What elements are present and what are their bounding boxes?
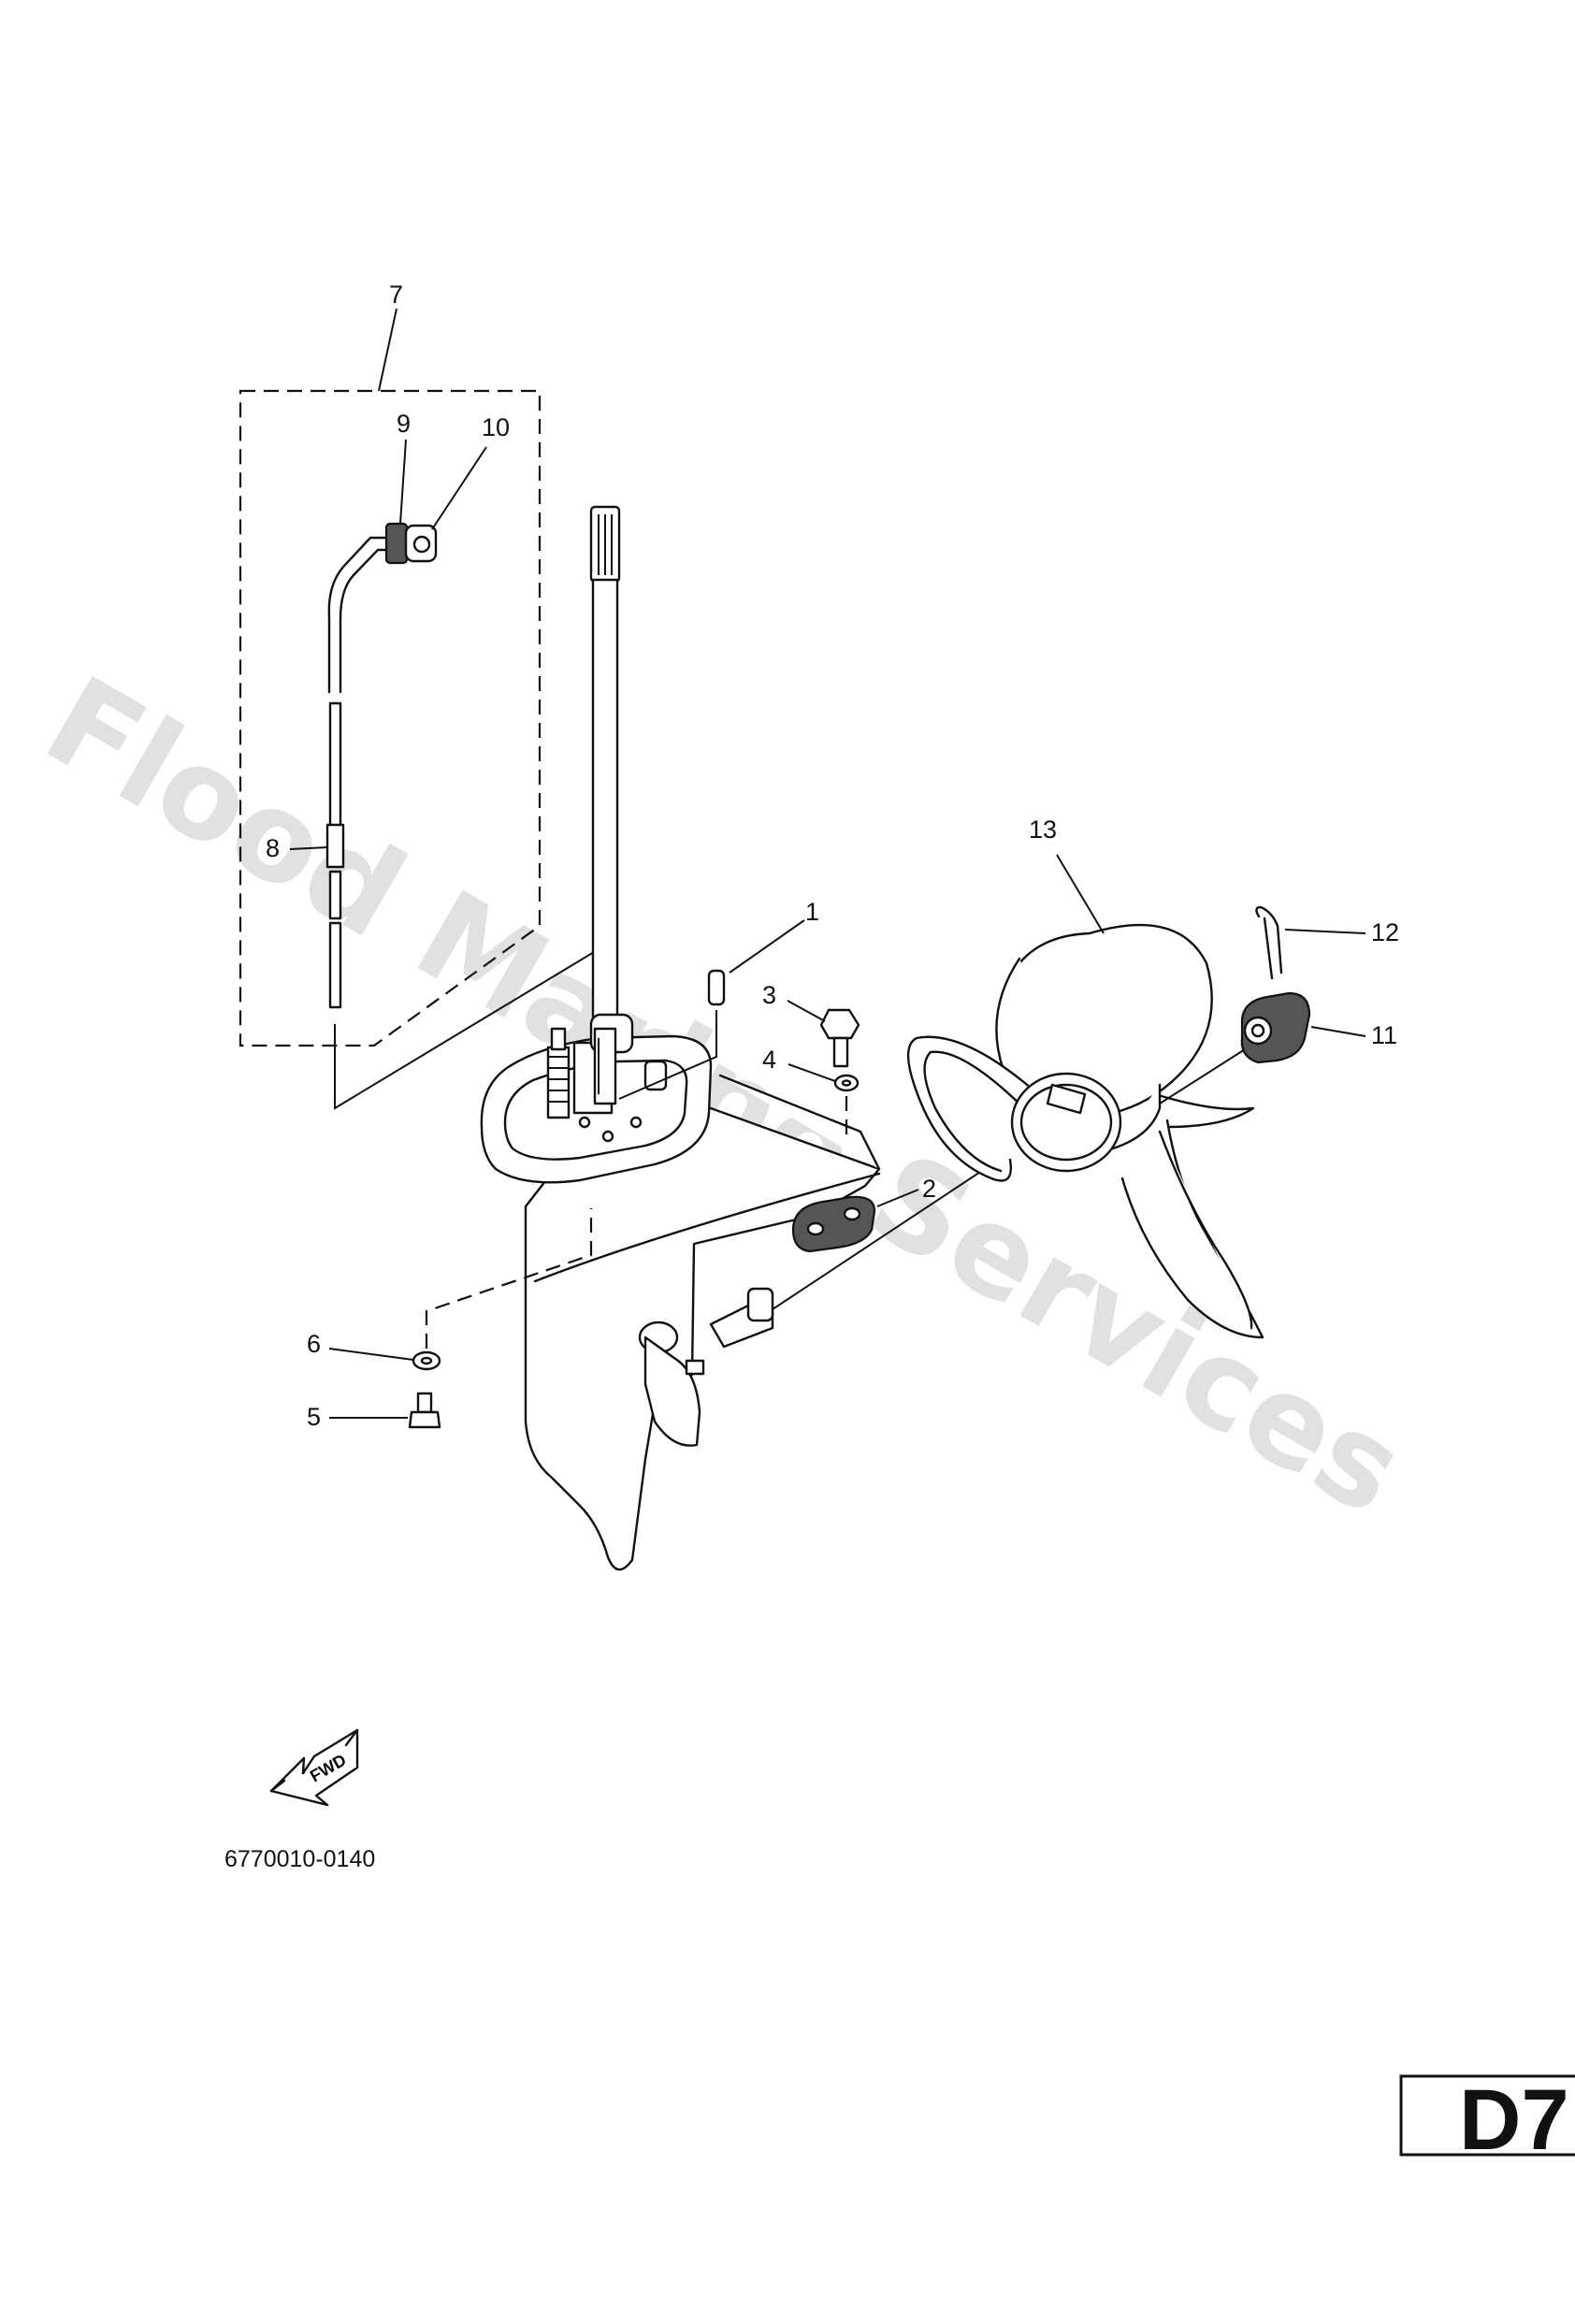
prop-shaft-connection-line [772,1151,1011,1310]
dowel-pin-part-1 [707,969,726,1006]
callout-3: 3 [762,981,776,1009]
callout-12: 12 [1371,918,1399,946]
water-tube-assembly [325,536,395,1009]
callout-2: 2 [922,1175,936,1203]
drive-shaft [589,505,621,1031]
leader-11 [1310,1026,1366,1037]
callout-5: 5 [307,1403,321,1431]
watermark-text: Flood Marine Services [22,649,1426,1543]
propeller-nut-part-11 [1240,991,1311,1064]
leader-9 [399,439,407,525]
leader-7 [378,308,397,392]
washer-part-4 [833,1074,860,1092]
callout-8: 8 [266,834,280,862]
kit-group-dashed-box [238,389,542,1047]
leader-6 [328,1348,414,1361]
callout-1: 1 [805,898,819,926]
grommet-part-9 [384,522,409,565]
tube-joint-part-10 [404,524,438,563]
callout-13: 13 [1029,816,1057,844]
drain-connection-line [425,1208,593,1349]
pin-connection-line [618,1010,717,1100]
leader-2 [876,1189,919,1207]
water-pump-studs [546,1013,668,1143]
bolt-part-3 [819,1008,860,1068]
page-ref-box [1399,2074,1575,2157]
callout-6: 6 [307,1330,321,1358]
propeller-part-13 [907,923,1264,1339]
callout-11: 11 [1371,1021,1397,1049]
fwd-arrow-icon [269,1728,359,1807]
leader-12 [1284,929,1366,934]
washer-part-6 [412,1350,441,1371]
callout-10: 10 [482,413,510,441]
callout-9: 9 [397,410,411,438]
callout-4: 4 [762,1046,776,1074]
lower-casing [480,1034,881,1571]
leader-10 [431,446,487,530]
anode-part-2 [791,1195,876,1253]
leader-4 [788,1063,836,1082]
leader-13 [1056,854,1105,934]
page-ref-label: D7 [1459,2072,1569,2168]
diagram-code: 6770010-0140 [224,1846,375,1872]
leader-1 [729,919,805,974]
leader-3 [787,1000,826,1022]
cotter-pin-part-12 [1255,905,1283,980]
leader-8 [289,846,328,850]
callout-7: 7 [389,281,403,309]
screw-part-5 [408,1392,441,1429]
